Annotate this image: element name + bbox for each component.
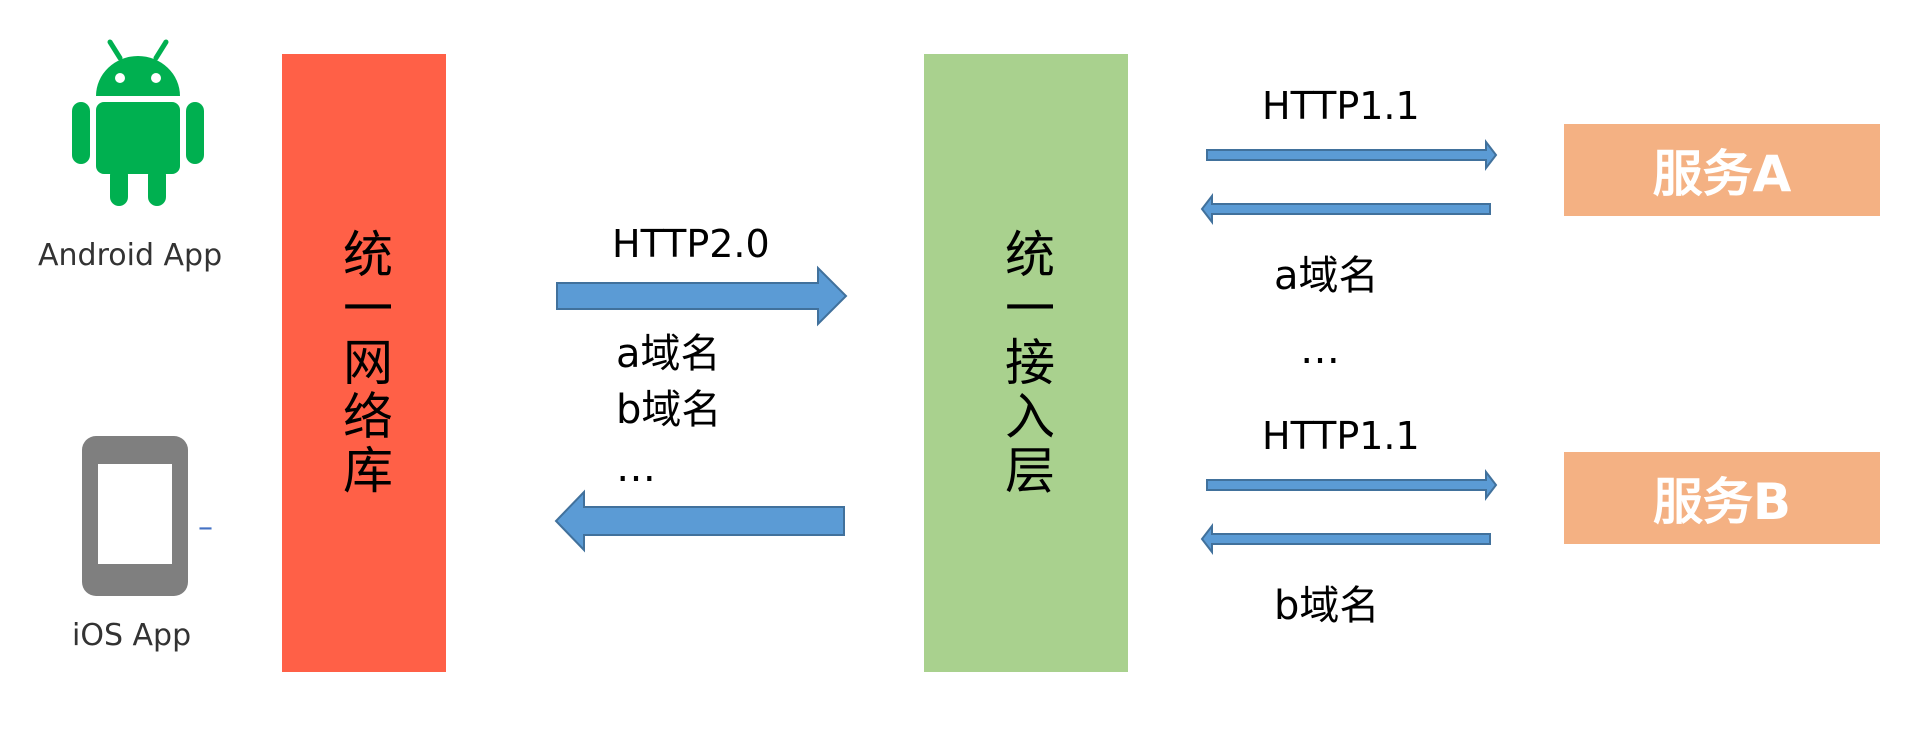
unified-network-library-label: 统一网络库	[335, 228, 393, 498]
service-b-protocol-label: HTTP1.1	[1262, 414, 1420, 458]
http2-request-arrow	[556, 265, 848, 327]
ios-app-label: iOS App	[72, 618, 192, 653]
unified-network-library-block: 统一网络库	[282, 54, 446, 672]
http2-response-arrow	[554, 489, 845, 553]
http2-domain-ellipsis: …	[616, 445, 656, 491]
ios-dash: –	[198, 510, 213, 545]
http2-domain-b: b域名	[616, 387, 722, 433]
service-a-ellipsis: …	[1300, 327, 1340, 373]
service-b-box: 服务B	[1564, 452, 1880, 544]
unified-access-layer-label: 统一接入层	[997, 228, 1055, 498]
android-app-label: Android App	[38, 238, 223, 273]
phone-icon	[82, 436, 188, 596]
service-a-request-arrow	[1206, 139, 1498, 171]
service-a-box: 服务A	[1564, 124, 1880, 216]
service-b-label: 服务B	[1652, 473, 1792, 531]
http2-protocol-label: HTTP2.0	[612, 222, 770, 266]
service-a-domain-label: a域名	[1274, 253, 1379, 299]
android-icon	[72, 39, 204, 206]
unified-access-layer-block: 统一接入层	[924, 54, 1128, 672]
service-a-label: 服务A	[1652, 145, 1792, 203]
service-b-response-arrow	[1200, 523, 1491, 555]
service-b-request-arrow	[1206, 469, 1498, 501]
service-a-response-arrow	[1200, 193, 1491, 225]
http2-domain-a: a域名	[616, 331, 721, 377]
service-a-protocol-label: HTTP1.1	[1262, 84, 1420, 128]
service-b-domain-label: b域名	[1274, 583, 1380, 629]
